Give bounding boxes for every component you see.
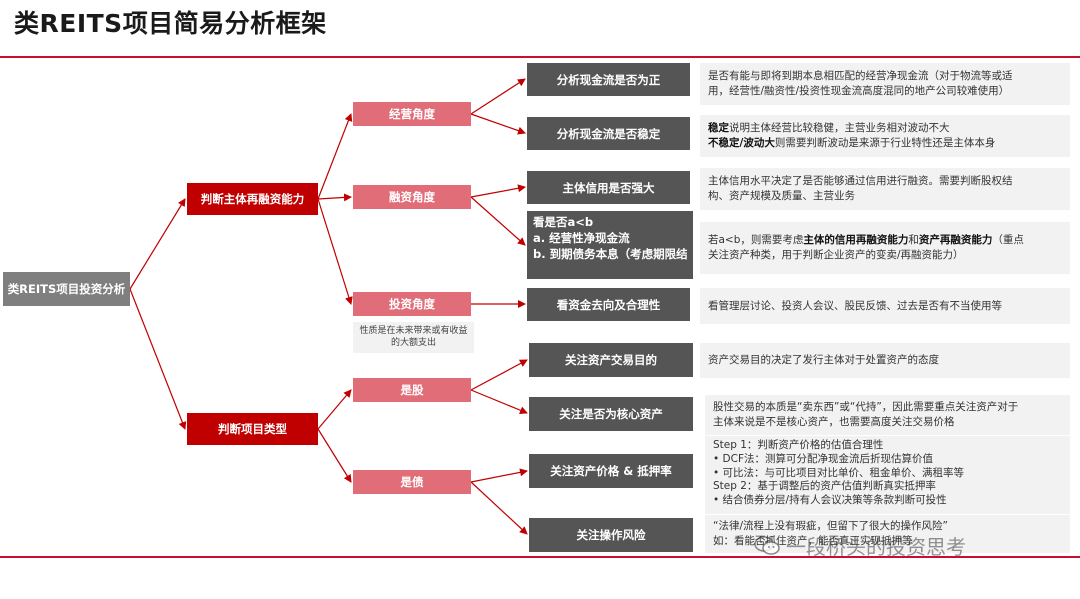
page-title: 类REITS项目简易分析框架: [14, 9, 327, 38]
connector-root-project-type: [129, 288, 187, 430]
desc-line: 构、资产规模及质量、主营业务: [708, 190, 855, 202]
node-refinance-ability: 判断主体再融资能力: [187, 183, 318, 215]
connector-refinance-financing: [317, 193, 352, 202]
desc-compare: 若a<b，则需要考虑主体的信用再融资能力和资产再融资能力（重点 关注资产种类，用…: [700, 222, 1070, 274]
desc-funds-use: 看管理层讨论、投资人会议、股民反馈、过去是否有不当使用等: [700, 288, 1070, 324]
desc-line: 不稳定/波动大则需要判断波动是来源于行业特性还是主体本身: [708, 137, 996, 149]
desc-asset-purpose: 资产交易目的决定了发行主体对于处置资产的态度: [700, 343, 1070, 378]
connector-operating-cf-stable: [470, 113, 526, 135]
node-price-rate: 关注资产价格 & 抵押率: [529, 454, 693, 488]
desc-line: Step 1：判断资产价格的估值合理性: [713, 439, 884, 451]
desc-line: “法律/流程上没有瑕疵，但留下了很大的操作风险”: [713, 520, 948, 532]
investing-note: 性质是在未来带来或有收益的大额支出: [353, 322, 474, 353]
desc-line: 资产交易目的决定了发行主体对于处置资产的态度: [708, 354, 939, 366]
desc-line: Step 2：基于调整后的资产估值判断真实抵押率: [713, 480, 936, 493]
connector-operating-cf-positive: [470, 78, 526, 115]
desc-line: 稳定说明主体经营比较稳健，主营业务相对波动不大: [708, 122, 950, 134]
desc-cf-stable: 稳定说明主体经营比较稳健，主营业务相对波动不大 不稳定/波动大则需要判断波动是来…: [700, 115, 1070, 157]
bottom-divider: [0, 556, 1080, 558]
desc-line: 如：看能否抓住资产，能否真正实现抵押等: [713, 535, 913, 547]
connector-equity-purpose: [470, 359, 528, 391]
watermark: 一段桥头的投资思考: [754, 531, 966, 560]
node-compare-ab: 看是否a<b a. 经营性净现金流 b. 到期债务本息（考虑期限结构）: [527, 211, 693, 279]
connector-root-refinance: [129, 198, 186, 290]
connector-financing-credit: [470, 184, 526, 198]
top-divider: [0, 56, 1080, 58]
desc-line: 看管理层讨论、投资人会议、股民反馈、过去是否有不当使用等: [708, 299, 1002, 312]
compare-a: a. 经营性净现金流: [533, 231, 630, 245]
desc-line: • 可比法：与可比项目对比单价、租金单价、满租率等: [713, 466, 965, 479]
node-equity: 是股: [353, 378, 471, 402]
desc-line: • 结合债券分层/持有人会议决策等条款判断可投性: [713, 494, 947, 507]
node-project-type: 判断项目类型: [187, 413, 318, 445]
desc-price-rate: Step 1：判断资产价格的估值合理性 • DCF法：测算可分配净现金流后折现估…: [705, 436, 1070, 514]
connector-project-equity: [317, 389, 352, 430]
node-financing-angle: 融资角度: [353, 185, 471, 209]
node-funds-use: 看资金去向及合理性: [527, 288, 690, 321]
connector-debt-risk: [470, 481, 528, 535]
desc-core-asset: 股性交易的本质是“卖东西”或“代持”，因此需要重点关注资产对于 主体来说是不是核…: [705, 395, 1070, 435]
connector-refinance-operating: [317, 113, 353, 200]
node-debt: 是债: [353, 470, 471, 494]
connector-debt-price: [470, 468, 528, 483]
node-cf-positive: 分析现金流是否为正: [527, 63, 690, 96]
compare-title: 看是否a<b: [533, 215, 594, 229]
node-credit: 主体信用是否强大: [527, 171, 690, 204]
connector-refinance-investing: [317, 198, 353, 305]
node-core-asset: 关注是否为核心资产: [529, 397, 693, 431]
desc-line: 主体信用水平决定了是否能够通过信用进行融资。需要判断股权结: [708, 175, 1013, 187]
desc-line: 主体来说是不是核心资产，也需要高度关注交易价格: [713, 416, 955, 428]
desc-line: 股性交易的本质是“卖东西”或“代持”，因此需要重点关注资产对于: [713, 401, 1019, 413]
desc-line: 关注资产种类，用于判断企业资产的变卖/再融资能力）: [708, 249, 964, 261]
connector-equity-core: [470, 389, 528, 415]
connector-financing-compare: [470, 196, 526, 246]
node-op-risk: 关注操作风险: [529, 518, 693, 552]
desc-line: • DCF法：测算可分配净现金流后折现估算价值: [713, 452, 933, 465]
node-cf-stable: 分析现金流是否稳定: [527, 117, 690, 150]
node-operating-angle: 经营角度: [353, 102, 471, 126]
desc-line: 是否有能与即将到期本息相匹配的经营净现金流（对于物流等或适: [708, 70, 1013, 82]
node-investing-angle: 投资角度: [353, 292, 471, 316]
connector-project-debt: [317, 428, 352, 483]
desc-line: 用，经营性/融资性/投资性现金流高度混同的地产公司较难使用）: [708, 85, 1010, 97]
root-node: 类REITS项目投资分析: [3, 272, 130, 306]
desc-cf-positive: 是否有能与即将到期本息相匹配的经营净现金流（对于物流等或适 用，经营性/融资性/…: [700, 63, 1070, 105]
watermark-text: 一段桥头的投资思考: [786, 535, 966, 559]
wechat-icon: [754, 535, 780, 555]
desc-credit: 主体信用水平决定了是否能够通过信用进行融资。需要判断股权结 构、资产规模及质量、…: [700, 168, 1070, 210]
desc-line: 若a<b，则需要考虑主体的信用再融资能力和资产再融资能力（重点: [708, 234, 1024, 246]
compare-b: b. 到期债务本息（考虑期限结构）: [533, 247, 687, 261]
node-asset-purpose: 关注资产交易目的: [529, 343, 693, 377]
